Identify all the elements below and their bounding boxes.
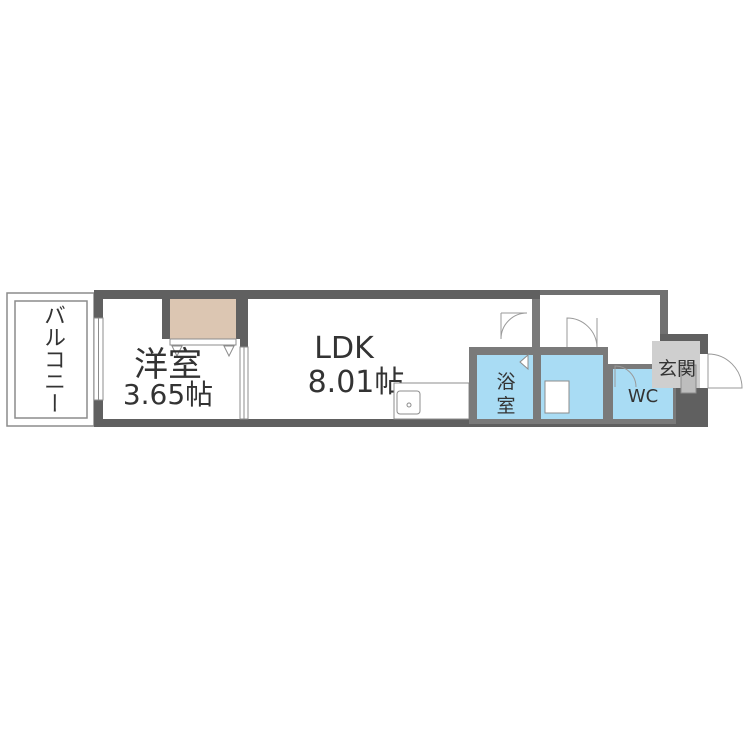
wall-top-main [94, 290, 540, 299]
ldk-room-name: LDK [314, 331, 375, 366]
closet-door-track [169, 338, 237, 346]
closet-door-right [223, 345, 235, 358]
balcony: バルコニー [6, 292, 95, 427]
shoe-cabinet [680, 364, 697, 394]
closet-door-left [171, 345, 183, 358]
closet-wall-left [162, 299, 170, 339]
kitchen-sink [396, 390, 421, 415]
bathroom-door-mark [519, 353, 529, 371]
western-room: 洋室 3.65帖 [93, 299, 249, 420]
western-room-name: 洋室 [134, 345, 202, 385]
washing-machine-pan [544, 380, 570, 414]
western-room-size: 3.65帖 [123, 378, 213, 411]
hall-wall-vertical [532, 299, 540, 347]
ldk-room: LDK 8.01帖 [308, 331, 470, 420]
entrance: 玄関 [652, 341, 743, 394]
hall-door-swing-a [500, 312, 528, 340]
bath-name-line2: 室 [496, 395, 515, 417]
wall-bottom [94, 419, 708, 427]
sink-drain [406, 402, 412, 408]
entrance-name: 玄関 [658, 358, 696, 380]
wall-right-upper [660, 290, 668, 336]
wall-right-lower [676, 388, 708, 427]
wall-right-entrance [700, 334, 708, 354]
wc-name: WC [628, 386, 658, 407]
bath-name-line1: 浴 [496, 371, 515, 393]
hall-fixtures [500, 299, 598, 348]
washroom-door-swing [566, 317, 598, 348]
balcony-label: バルコニー [40, 304, 65, 414]
wall-top-entry [540, 290, 668, 295]
wc-door-swing [614, 365, 637, 388]
wall-right-step [660, 334, 708, 341]
closet-floor [170, 299, 236, 339]
ldk-room-size: 8.01帖 [308, 365, 405, 400]
bath-block: 浴 室 [469, 347, 608, 424]
entrance-door-swing [707, 353, 743, 389]
partition-wall [240, 299, 248, 347]
balcony-inner-frame [14, 300, 88, 419]
